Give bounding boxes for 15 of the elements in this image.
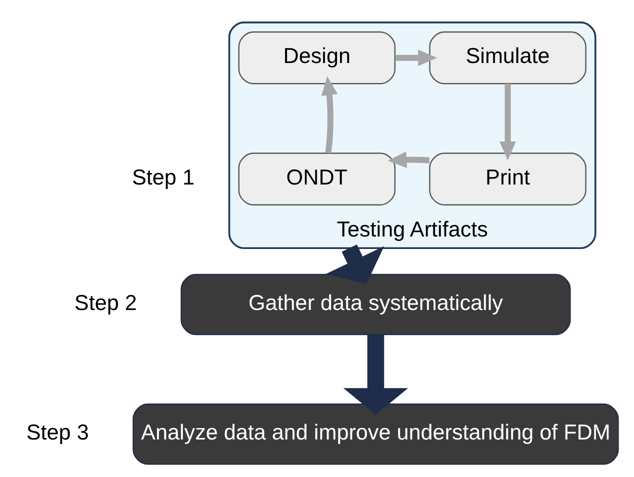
node-box: Design bbox=[238, 31, 396, 84]
arrow bbox=[387, 151, 430, 168]
node-label: Step 2 bbox=[74, 290, 136, 315]
arrow bbox=[499, 84, 516, 160]
arrow bbox=[320, 76, 338, 154]
node-box: ONDT bbox=[238, 152, 396, 206]
arrow bbox=[325, 244, 384, 284]
node-label: Step 1 bbox=[132, 164, 194, 190]
node-box: Gather data systematically bbox=[180, 274, 570, 336]
node-box: Print bbox=[428, 152, 586, 206]
node-box: Simulate bbox=[428, 31, 586, 84]
arrow bbox=[394, 50, 436, 66]
arrow bbox=[342, 334, 408, 415]
node-label: Step 3 bbox=[26, 419, 88, 444]
node-box: Analyze data and improve understanding of FDM bbox=[132, 404, 618, 465]
